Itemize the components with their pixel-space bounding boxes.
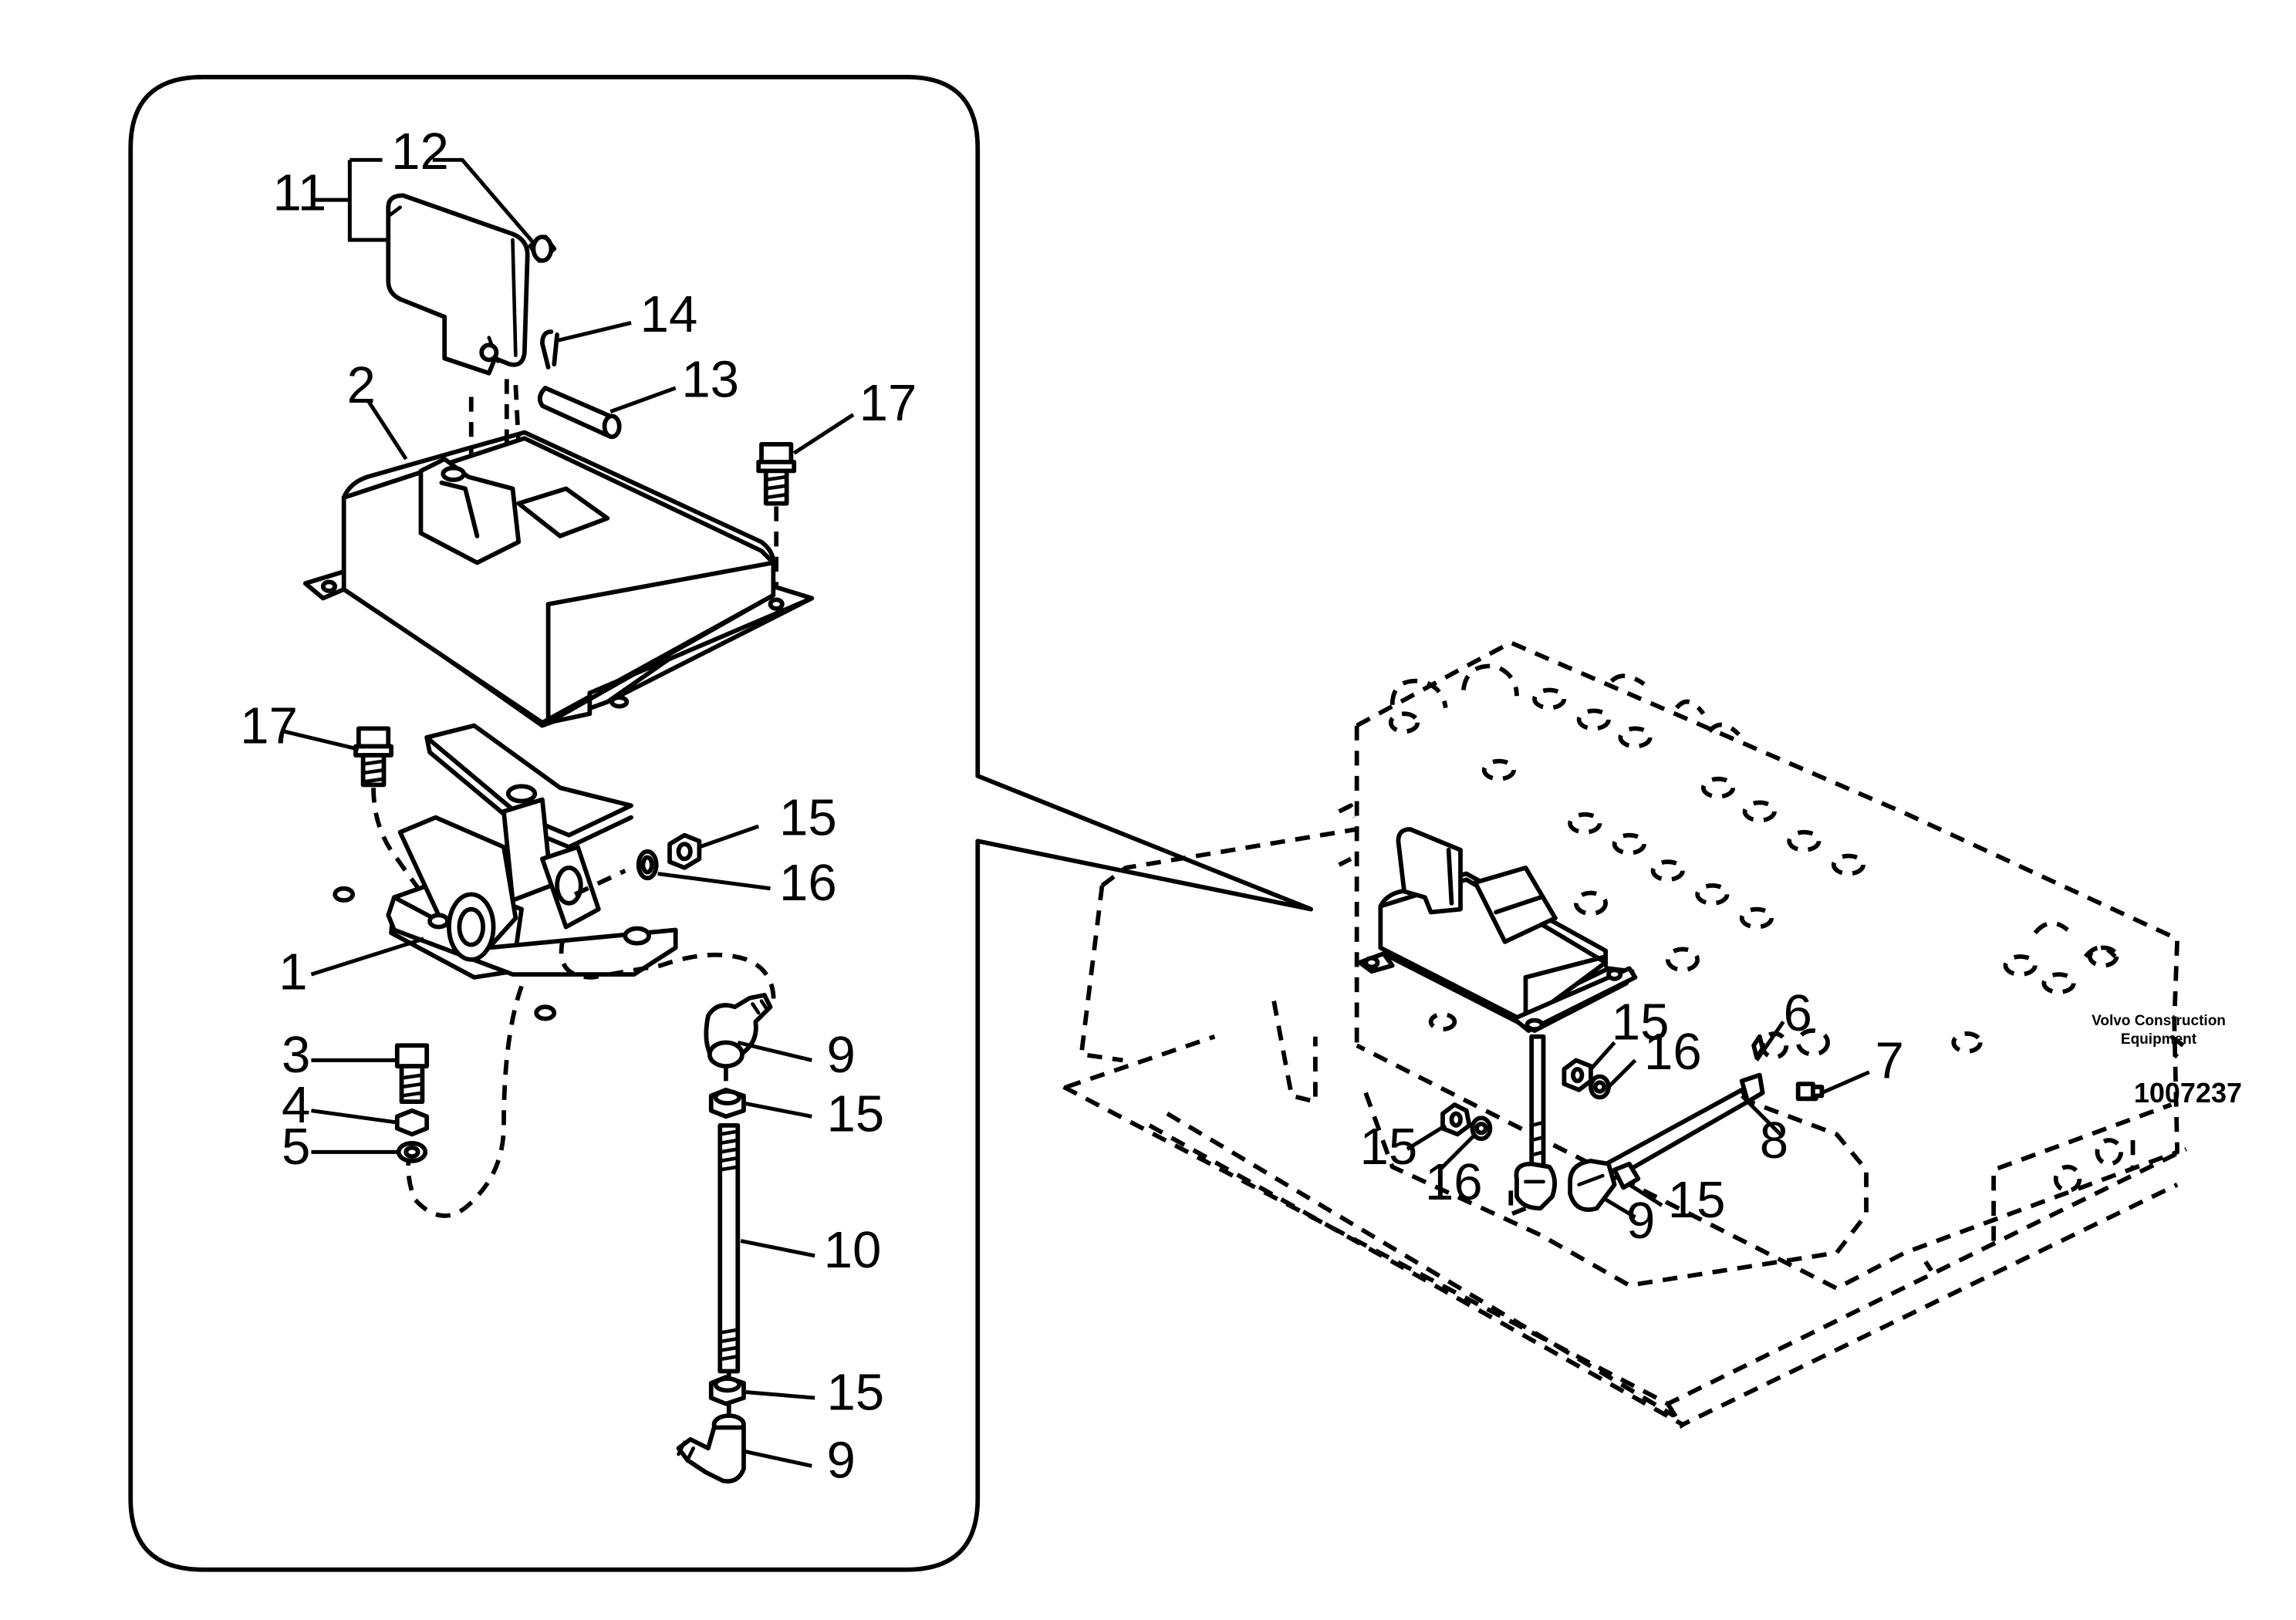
leader-lines [284,157,1870,1468]
callout-15-upper: 15 [826,1085,884,1143]
drawing-number: 1007237 [2133,1077,2242,1109]
part-11-cover [386,193,530,376]
callout-9-lower: 9 [826,1432,855,1490]
callout-16-detail: 16 [779,854,837,912]
callout-15-right-top: 15 [1612,994,1670,1051]
part-17-bolt-top [756,441,797,506]
part-15-nut-upper [708,1087,746,1119]
machine-outline [1062,640,2187,1429]
installed-washer-16 [1470,1115,1493,1142]
part-3-bolt [394,1043,430,1105]
callout-labels: 12 11 14 13 2 17 17 15 16 1 3 4 5 9 15 1… [240,123,1904,1490]
callout-9-upper: 9 [826,1026,855,1084]
callout-1: 1 [279,943,307,1001]
part-5-washer [396,1141,428,1163]
company-name: Volvo Construction Equipment [2092,1013,2226,1048]
callout-4: 4 [282,1076,310,1134]
callout-6: 6 [1783,984,1811,1042]
part-15-nut [667,832,702,870]
installed-nut-15 [1440,1102,1472,1137]
mount-hole [534,1004,557,1021]
callout-17-top: 17 [859,374,917,432]
callout-3: 3 [282,1026,310,1084]
part-2-console-cover [302,430,815,728]
callout-16-right-top: 16 [1644,1023,1702,1081]
callout-2: 2 [347,356,376,414]
part-14-split-pin [540,329,559,370]
part-1-pedal-base [386,723,678,980]
part-15-nut-lower [708,1375,746,1406]
callout-10: 10 [824,1221,882,1279]
mount-hole [333,886,356,903]
callout-12: 12 [391,123,449,181]
part-10-rod [718,1122,741,1374]
callout-7: 7 [1876,1031,1904,1089]
part-4-nut [394,1108,430,1137]
installed-nut-15 [1562,1058,1593,1092]
callout-15-lower: 15 [826,1363,884,1421]
callout-15-detail: 15 [779,789,837,847]
callout-9-right: 9 [1626,1192,1655,1250]
detail-frame [128,74,1314,1572]
callout-13: 13 [681,350,739,408]
callout-14: 14 [640,285,698,343]
callout-15-right-left: 15 [1359,1118,1417,1176]
callout-15-right-bottom: 15 [1668,1171,1726,1229]
part-17-bolt-lower [353,726,393,788]
part-16-washer [636,849,659,881]
callout-17-lower: 17 [240,697,298,755]
callout-5: 5 [282,1118,310,1176]
installed-washer-16 [1589,1074,1611,1100]
part-9-ball-joint-lower [676,1413,746,1484]
part-9-ball-joint-upper [704,993,773,1068]
callout-11: 11 [273,164,327,222]
callout-16-right-left: 16 [1425,1153,1483,1211]
console-installed [1357,827,1638,1033]
part-13-pin [537,386,622,440]
part-12-knob [528,235,557,263]
callout-8: 8 [1760,1112,1788,1169]
